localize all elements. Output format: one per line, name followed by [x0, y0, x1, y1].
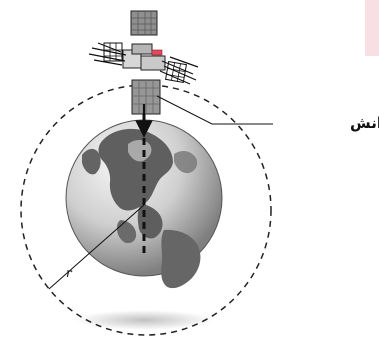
corner-accent-shape [365, 0, 379, 56]
globe-shadow [74, 310, 214, 330]
force-leader-line [157, 96, 273, 124]
gravity-force-label: نیروی گرانش [350, 114, 379, 132]
satellite-icon [89, 11, 198, 114]
